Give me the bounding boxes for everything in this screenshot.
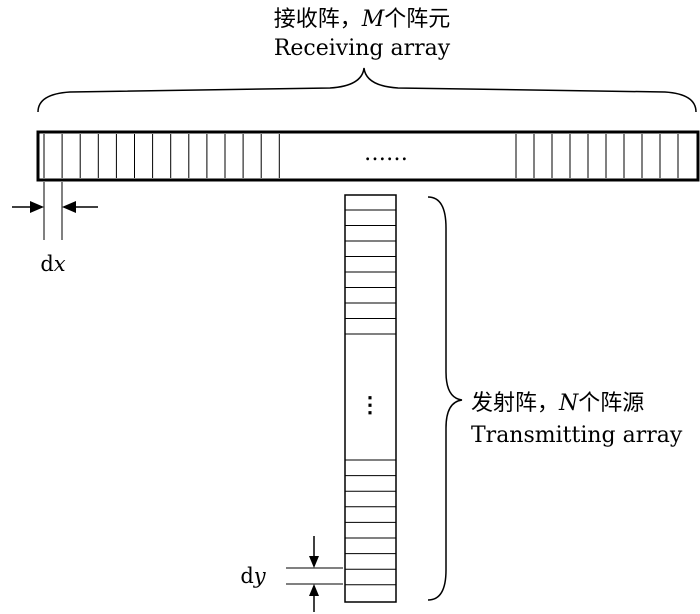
receiving-array	[36, 130, 700, 182]
receiving-array-title: 接收阵，M个阵元	[274, 7, 451, 32]
dy-arrow-bottom-head	[309, 584, 319, 596]
dy-indicator	[286, 536, 343, 612]
transmitting-array-ellipsis: ⋮	[359, 392, 381, 418]
receiving-title-prefix: 接收阵，	[274, 7, 362, 32]
transmitting-array-title: 发射阵，N个阵源	[471, 391, 644, 416]
receiving-title-suffix: 个阵元	[384, 7, 450, 32]
receiving-title-var: M	[361, 7, 385, 32]
receiving-array-elements	[43, 134, 679, 178]
receiving-array-ellipsis: ……	[364, 141, 408, 166]
dy-arrow-top-head	[309, 556, 319, 568]
transmitting-array-brace	[427, 196, 463, 601]
transmitting-title-suffix: 个阵源	[578, 391, 644, 416]
transmitting-array	[344, 194, 397, 603]
dy-label: dy	[240, 564, 266, 588]
transmitting-array-frame	[344, 194, 397, 603]
transmitting-title-prefix: 发射阵，	[471, 391, 559, 416]
receiving-array-brace	[37, 67, 697, 113]
dx-arrow-right-head	[62, 201, 76, 213]
dy-prefix: d	[240, 564, 253, 588]
dy-var: y	[253, 564, 267, 588]
receiving-array-subtitle: Receiving array	[274, 36, 451, 61]
transmitting-title-var: N	[558, 391, 579, 416]
dx-var: x	[54, 252, 66, 276]
dx-prefix: d	[40, 252, 53, 276]
dx-label: dx	[40, 252, 65, 276]
dx-arrow-left-head	[30, 201, 44, 213]
dx-indicator	[12, 182, 98, 240]
transmitting-array-elements	[345, 209, 396, 586]
transmitting-array-subtitle: Transmitting array	[471, 423, 683, 448]
